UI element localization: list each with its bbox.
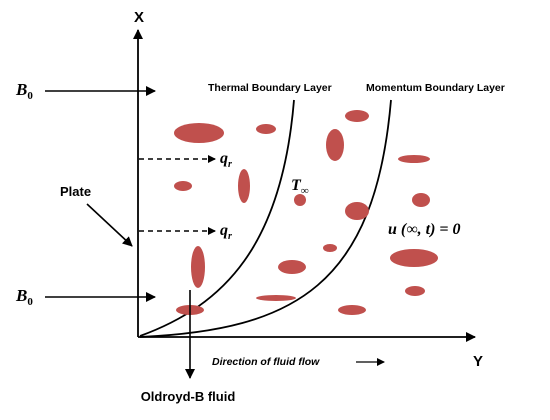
particle — [326, 129, 344, 161]
velocity-condition-label: u (∞, t) = 0 — [388, 221, 461, 238]
particle — [412, 193, 430, 207]
thermal-boundary-label: Thermal Boundary Layer — [208, 82, 332, 94]
particle — [256, 295, 296, 301]
qr-bottom-label: qr — [220, 222, 232, 242]
particle — [278, 260, 306, 274]
fluid-particles — [174, 110, 438, 315]
x-axis-label: X — [134, 9, 144, 26]
y-axis-label: Y — [473, 353, 483, 370]
particle — [390, 249, 438, 267]
particle — [338, 305, 366, 315]
particle — [294, 194, 306, 206]
particle — [405, 286, 425, 296]
momentum-boundary-curve — [139, 99, 392, 338]
plate-pointer-arrow — [86, 203, 133, 247]
particle — [345, 110, 369, 122]
momentum-boundary-label: Momentum Boundary Layer — [366, 82, 505, 94]
particle — [398, 155, 430, 163]
qr-top-label: qr — [220, 150, 232, 170]
flow-direction-label: Direction of fluid flow — [212, 356, 320, 368]
particle — [238, 169, 250, 203]
particle — [345, 202, 369, 220]
fluid-label: Oldroyd-B fluid — [141, 389, 236, 404]
b0-bottom-label: B0 — [15, 286, 33, 308]
b0-top-label: B0 — [15, 80, 33, 102]
particle — [256, 124, 276, 134]
t-infinity-label: T∞ — [291, 177, 309, 197]
particle — [323, 244, 337, 252]
particle — [174, 181, 192, 191]
particle — [174, 123, 224, 143]
plate-label: Plate — [60, 184, 91, 199]
particle — [191, 246, 205, 288]
thermal-boundary-curve — [139, 99, 295, 337]
